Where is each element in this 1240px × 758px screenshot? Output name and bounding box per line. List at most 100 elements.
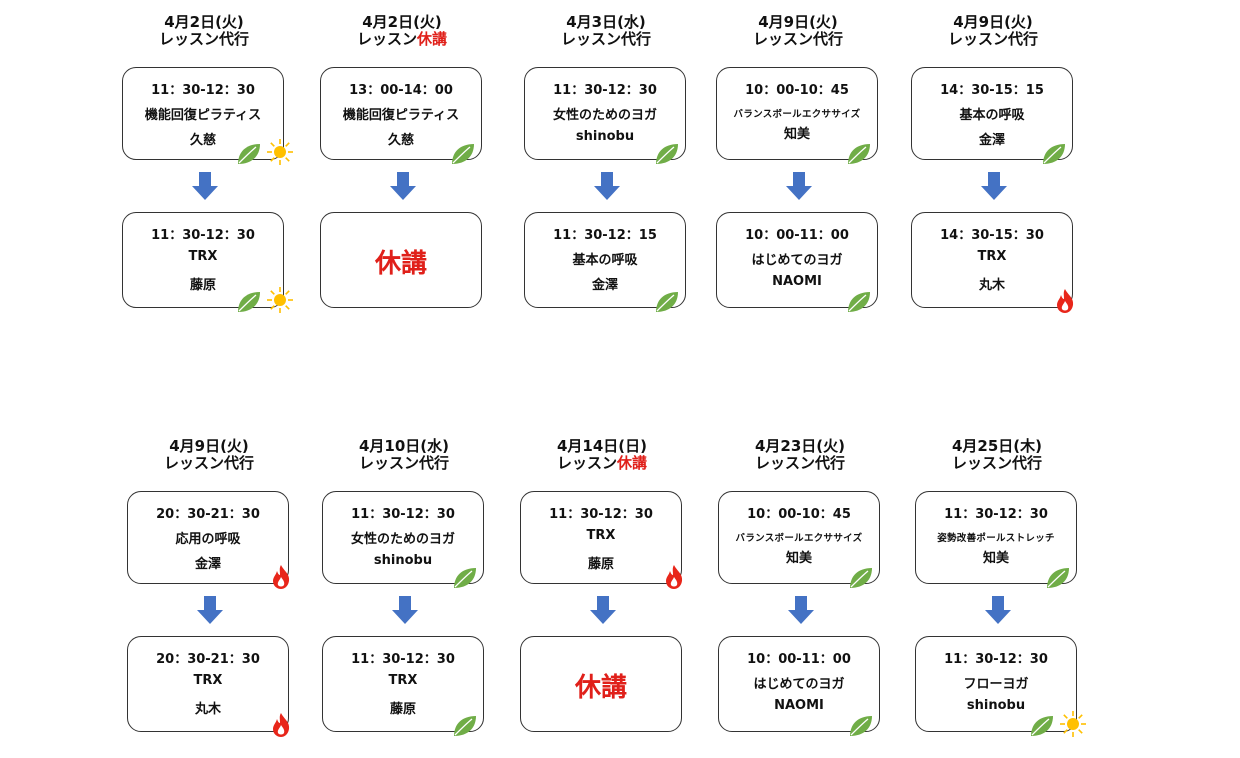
lesson-time: 10：00-10：45 xyxy=(745,83,849,98)
change-type-label: レッスン代行 xyxy=(915,455,1079,472)
leaf-icon xyxy=(848,566,874,594)
leaf-icon xyxy=(452,714,478,742)
instructor-name: 藤原 xyxy=(389,702,416,717)
leaf-icon xyxy=(654,290,680,318)
column-header: 4月3日(水)レッスン代行 xyxy=(524,14,688,48)
instructor-name: 藤原 xyxy=(587,557,614,572)
substitute-type-text: 代行 xyxy=(813,30,844,48)
change-type-prefix: レッスン xyxy=(947,30,1008,48)
change-type-label: レッスン代行 xyxy=(122,31,286,48)
lesson-time: 10：00-11：00 xyxy=(745,228,849,243)
down-arrow-icon xyxy=(392,596,418,624)
change-type-prefix: レッスン xyxy=(951,454,1012,472)
lesson-name: 機能回復ピラティス xyxy=(144,108,262,123)
change-type-prefix: レッスン xyxy=(752,30,813,48)
column-header: 4月2日(火)レッスン代行 xyxy=(122,14,286,48)
lesson-time: 11：30-12：30 xyxy=(151,83,255,98)
instructor-name: NAOMI xyxy=(772,274,822,289)
lesson-time: 14：30-15：30 xyxy=(940,228,1044,243)
date-label: 4月14日(日) xyxy=(556,437,648,455)
leaf-icon xyxy=(450,142,476,170)
change-type-prefix: レッスン xyxy=(556,454,617,472)
instructor-name: 金澤 xyxy=(591,278,618,293)
lesson-name: はじめてのヨガ xyxy=(753,677,845,692)
lesson-time: 10：00-11：00 xyxy=(747,652,851,667)
date-label: 4月10日(水) xyxy=(358,437,450,455)
lesson-name: 機能回復ピラティス xyxy=(342,108,460,123)
lesson-time: 11：30-12：30 xyxy=(351,507,455,522)
instructor-name: 丸木 xyxy=(194,702,221,717)
flame-icon xyxy=(271,564,291,594)
down-arrow-icon xyxy=(981,172,1007,200)
lesson-name: TRX xyxy=(977,249,1007,264)
lesson-name: TRX xyxy=(388,673,418,688)
lesson-name: バランスボールエクササイズ xyxy=(733,109,861,120)
sun-icon xyxy=(1059,710,1087,742)
lesson-time: 14：30-15：15 xyxy=(940,83,1044,98)
date-label: 4月9日(火) xyxy=(953,13,1033,31)
change-type-label: レッスン代行 xyxy=(524,31,688,48)
date-label: 4月23日(火) xyxy=(754,437,846,455)
column-header: 4月2日(火)レッスン休講 xyxy=(320,14,484,48)
instructor-name: 久慈 xyxy=(189,133,216,148)
leaf-icon xyxy=(654,142,680,170)
date-label: 4月2日(火) xyxy=(164,13,244,31)
instructor-name: 藤原 xyxy=(189,278,216,293)
instructor-name: 丸木 xyxy=(978,278,1005,293)
change-type-prefix: レッスン xyxy=(163,454,224,472)
down-arrow-icon xyxy=(594,172,620,200)
down-arrow-icon xyxy=(390,172,416,200)
sun-icon xyxy=(266,286,294,318)
column-header: 4月25日(木)レッスン代行 xyxy=(915,438,1079,472)
change-type-label: レッスン代行 xyxy=(716,31,880,48)
sun-icon xyxy=(266,138,294,170)
cancelled-text: 休講 xyxy=(574,673,627,703)
leaf-icon xyxy=(846,290,872,318)
change-type-prefix: レッスン xyxy=(358,454,419,472)
substitute-type-text: 代行 xyxy=(419,454,450,472)
date-label: 4月2日(火) xyxy=(362,13,442,31)
lesson-name: 女性のためのヨガ xyxy=(552,108,657,123)
date-label: 4月9日(火) xyxy=(758,13,838,31)
lesson-name: TRX xyxy=(188,249,218,264)
lesson-time: 11：30-12：30 xyxy=(944,652,1048,667)
change-type-label: レッスン代行 xyxy=(911,31,1075,48)
instructor-name: 久慈 xyxy=(387,133,414,148)
lesson-name: 応用の呼吸 xyxy=(175,532,241,547)
instructor-name: 知美 xyxy=(982,551,1009,566)
leaf-icon xyxy=(848,714,874,742)
column-header: 4月9日(火)レッスン代行 xyxy=(911,14,1075,48)
down-arrow-icon xyxy=(192,172,218,200)
column-header: 4月10日(水)レッスン代行 xyxy=(322,438,486,472)
leaf-icon xyxy=(236,142,262,170)
down-arrow-icon xyxy=(786,172,812,200)
change-type-prefix: レッスン xyxy=(560,30,621,48)
leaf-icon xyxy=(1029,714,1055,742)
substitute-type-text: 代行 xyxy=(621,30,652,48)
lesson-time: 20：30-21：30 xyxy=(156,507,260,522)
column-header: 4月9日(火)レッスン代行 xyxy=(716,14,880,48)
column-header: 4月23日(火)レッスン代行 xyxy=(718,438,882,472)
down-arrow-icon xyxy=(788,596,814,624)
lesson-time: 20：30-21：30 xyxy=(156,652,260,667)
date-label: 4月9日(火) xyxy=(169,437,249,455)
leaf-icon xyxy=(236,290,262,318)
change-type-label: レッスン代行 xyxy=(322,455,486,472)
lesson-time: 11：30-12：30 xyxy=(549,507,653,522)
change-type-label: レッスン代行 xyxy=(127,455,291,472)
substitute-type-text: 代行 xyxy=(1008,30,1039,48)
